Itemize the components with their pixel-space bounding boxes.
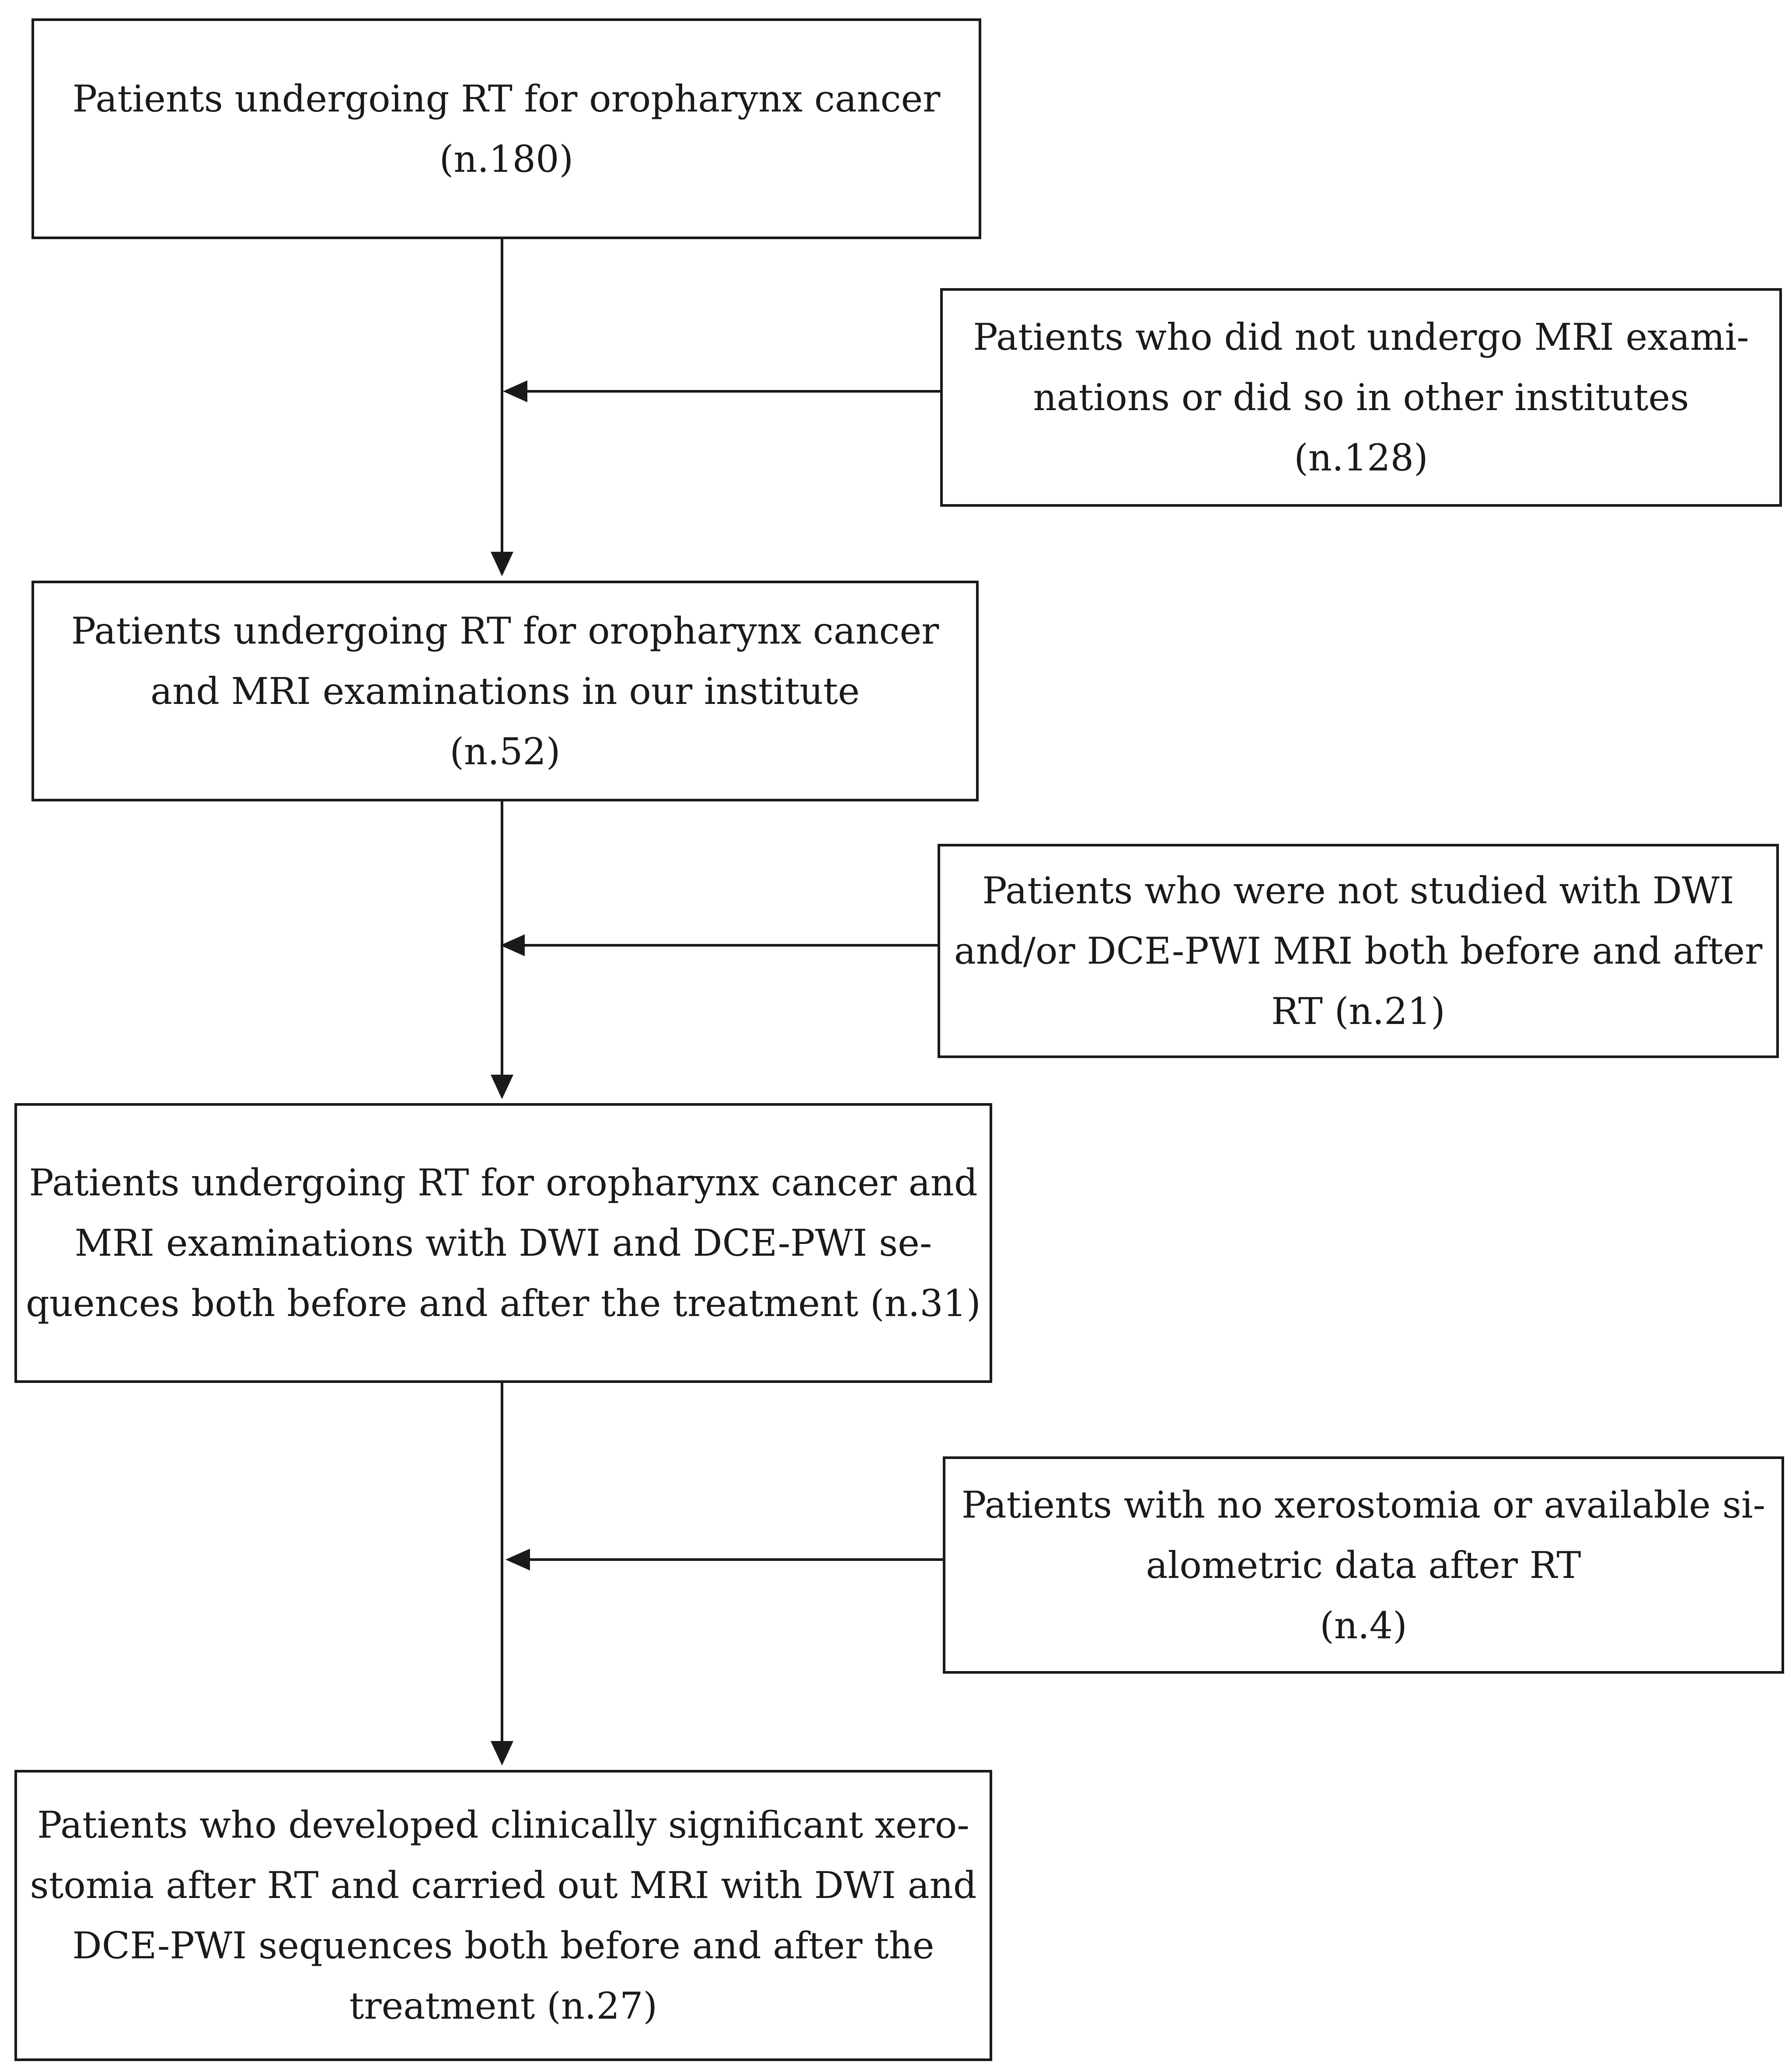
exclusion-box-no-mri: Patients who did not undergo MRI exami- … — [940, 288, 1782, 507]
box-text-line: RT (n.21) — [1271, 990, 1445, 1033]
box-text-line: MRI examinations with DWI and DCE-PWI se… — [74, 1222, 932, 1264]
box-text-line: (n.52) — [450, 730, 561, 773]
box-text-line: Patients with no xerostomia or available… — [961, 1483, 1766, 1526]
main-box-dwi-dce-pwi: Patients undergoing RT for oropharynx ca… — [14, 1103, 992, 1383]
main-arrowhead-1 — [491, 552, 513, 576]
box-text-line: Patients who developed clinically signif… — [37, 1804, 969, 1846]
box-text-line: (n.4) — [1320, 1604, 1407, 1647]
box-text-line: alometric data after RT — [1146, 1543, 1581, 1587]
box-text-line: and MRI examinations in our institute — [150, 669, 860, 713]
box-text-line: (n.180) — [439, 137, 574, 181]
box-text-line: quences both before and after the treatm… — [26, 1282, 981, 1325]
main-box-enrolled: Patients undergoing RT for oropharynx ca… — [31, 18, 981, 239]
box-text-line: Patients who were not studied with DWI — [982, 869, 1734, 912]
main-box-final-cohort: Patients who developed clinically signif… — [14, 1770, 992, 2061]
box-text-line: Patients who did not undergo MRI exami- — [973, 316, 1749, 359]
main-box-mri-in-institute: Patients undergoing RT for oropharynx ca… — [31, 581, 979, 801]
box-text-line: (n.128) — [1294, 436, 1428, 479]
box-text-line: and/or DCE-PWI MRI both before and after — [954, 930, 1763, 972]
box-text-line: DCE-PWI sequences both before and after … — [72, 1924, 934, 1967]
exclusion-arrowhead-3 — [506, 1549, 530, 1571]
box-text-line: nations or did so in other institutes — [1033, 376, 1689, 419]
box-text-line: Patients undergoing RT for oropharynx ca… — [71, 609, 939, 652]
box-text-line: treatment (n.27) — [349, 1985, 658, 2027]
box-text-line: Patients undergoing RT for oropharynx ca… — [72, 77, 941, 120]
exclusion-arrowhead-1 — [503, 380, 527, 402]
box-text-line: stomia after RT and carried out MRI with… — [30, 1864, 977, 1907]
main-arrowhead-2 — [491, 1075, 513, 1099]
exclusion-box-no-xerostomia: Patients with no xerostomia or available… — [943, 1456, 1784, 1674]
exclusion-box-no-dwi-dce: Patients who were not studied with DWI a… — [938, 844, 1779, 1058]
main-arrowhead-3 — [491, 1741, 513, 1766]
exclusion-arrowhead-2 — [500, 934, 525, 956]
box-text-line: Patients undergoing RT for oropharynx ca… — [29, 1161, 978, 1204]
